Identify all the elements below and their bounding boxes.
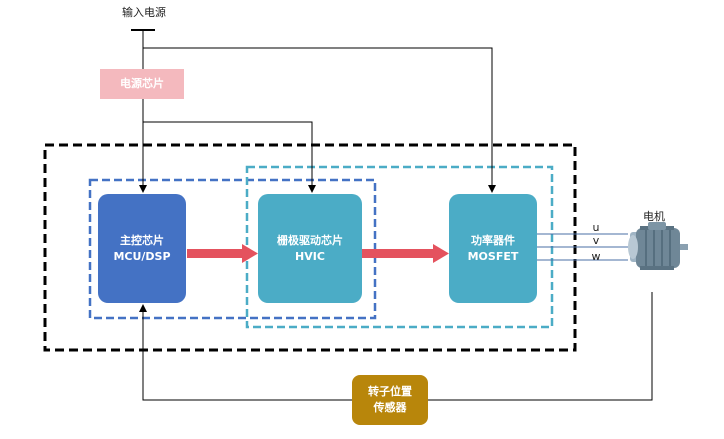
phase-v-label: v [592,234,600,247]
motor-to-sensor-line [428,292,653,401]
sensor-to-mcu-line [139,304,352,401]
phase-lines [537,233,628,261]
phase-u-label: u [592,221,600,234]
sensor-label-line2: 传感器 [373,401,407,414]
power-chip-label: 电源芯片 [120,77,164,90]
rotor-sensor-block: 转子位置 传感器 [352,375,428,425]
power-input-label: 输入电源 [122,6,166,19]
sensor-label-line1: 转子位置 [368,385,412,398]
chip-to-hvic-line [143,121,316,193]
gate-driver-label-en: HVIC [295,249,325,263]
phase-w-label: w [591,250,601,263]
power-device-label-cn: 功率器件 [471,233,515,247]
mcu-label-en: MCU/DSP [113,249,171,263]
gate-driver-block: 栅极驱动芯片 HVIC [258,194,362,303]
motor-label: 电机 [643,210,665,223]
motor-icon [628,222,688,270]
power-device-block: 功率器件 MOSFET [449,194,537,303]
power-chip-block: 电源芯片 [100,69,184,99]
mcu-label-cn: 主控芯片 [120,233,164,247]
gate-driver-label-cn: 栅极驱动芯片 [277,233,343,247]
hvic-to-mosfet-arrow [362,244,449,263]
power-to-mosfet-line [143,47,496,193]
mcu-to-hvic-arrow [187,244,258,263]
power-device-label-en: MOSFET [467,249,519,263]
mcu-block: 主控芯片 MCU/DSP [98,194,186,303]
